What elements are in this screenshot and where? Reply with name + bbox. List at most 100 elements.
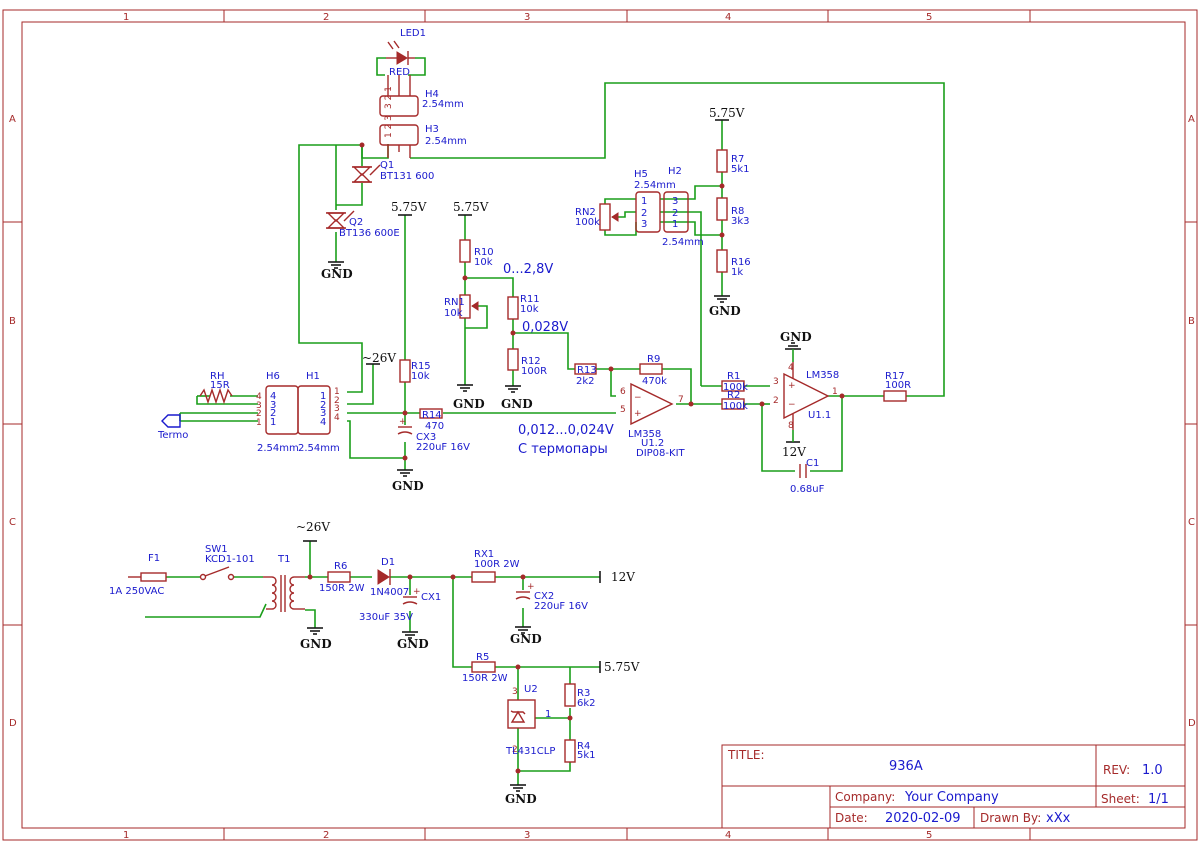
gnd-q2 (328, 261, 344, 269)
r13-resistor: R13 2k2 (574, 363, 597, 387)
h5-header: H5 2.54mm 1 2 3 (634, 169, 676, 233)
gnd-t1 (307, 627, 323, 635)
rail-label-26v: ~26V (296, 520, 330, 534)
svg-text:2: 2 (270, 408, 276, 419)
gnd-cx1 (402, 631, 418, 639)
rail-label-r15: 5.75V (391, 200, 427, 214)
r5-ref: R5 (476, 652, 489, 663)
gnd-label-q2: GND (321, 267, 353, 281)
svg-text:1: 1 (320, 391, 326, 402)
rn1-trimmer: RN1 10k (444, 294, 479, 319)
svg-text:8: 8 (788, 421, 794, 431)
r16-val: 1k (731, 267, 743, 278)
r1-resistor: R1 100k (721, 371, 748, 393)
h4-pins: 3 2 1 (384, 86, 394, 109)
h3-val: 2.54mm (425, 136, 467, 147)
gnd-label-t1: GND (300, 637, 332, 651)
svg-text:6: 6 (620, 387, 626, 397)
r17-ref: R17 (885, 371, 905, 382)
r10-resistor: R10 10k (459, 239, 494, 268)
r11-val: 10k (520, 304, 539, 315)
r6-resistor: R6 150R 2W (319, 561, 365, 594)
svg-text:3: 3 (334, 404, 340, 414)
svg-text:+: + (788, 381, 796, 391)
termo-label: Termo (157, 430, 188, 441)
sw1-ref: SW1 (205, 544, 228, 555)
d1-ref: D1 (381, 557, 395, 568)
r3-ref: R3 (577, 688, 590, 699)
h6-ref: H6 (266, 371, 280, 382)
sw1-val: KCD1-101 (205, 554, 255, 565)
title-label: TITLE: (727, 748, 765, 762)
termo-connector: Termo (157, 414, 188, 441)
rx1-val: 100R 2W (474, 559, 520, 570)
r14-ref: R14 (422, 410, 442, 421)
f1-fuse: F1 1A 250VAC (109, 553, 167, 597)
svg-text:4: 4 (788, 363, 794, 373)
u2-ref: U2 (524, 684, 538, 695)
svg-text:1: 1 (832, 387, 838, 397)
q1-triac: Q1 BT131 600 (352, 160, 434, 183)
svg-text:2: 2 (256, 409, 262, 419)
r4-val: 5k1 (577, 750, 596, 761)
r16-resistor: R16 1k (716, 249, 751, 278)
svg-text:5: 5 (620, 405, 626, 415)
h4-ref: H4 (425, 89, 439, 100)
r11-ref: R11 (520, 294, 540, 305)
rail-label-12v: 12V (611, 570, 635, 584)
gnd-u2 (510, 784, 526, 792)
gnd-r16 (714, 295, 730, 303)
ground-symbols: GND GND GND GND GND GND GND GND GND GND (300, 261, 812, 806)
r17-val: 100R (885, 380, 911, 391)
r4-ref: R4 (577, 741, 590, 752)
r12-resistor: R12 100R (507, 348, 547, 377)
cx3-ref: CX3 (416, 432, 436, 443)
u1-2-opamp: − + 6 5 7 LM358 U1.2 DIP08-KIT (620, 382, 686, 459)
gnd-cx3 (397, 469, 413, 477)
r2-resistor: R2 100k (721, 390, 748, 412)
r11-resistor: R11 10k (507, 294, 540, 320)
rn2-val: 100k (575, 217, 600, 228)
zone-row-a-right: A (1188, 114, 1195, 125)
drawing-frame: 1 2 3 4 5 1 2 3 4 5 A B C D A B C D (2, 9, 1198, 841)
cx1-val: 330uF 35V (359, 612, 413, 623)
rail-label-12v-u11: 12V (782, 445, 806, 459)
svg-text:+: + (413, 587, 421, 597)
r8-ref: R8 (731, 206, 744, 217)
gnd-label-cx1: GND (397, 637, 429, 651)
u12-ref: LM358 (628, 429, 661, 440)
c1-ref: C1 (806, 458, 819, 469)
svg-text:+: + (634, 409, 642, 419)
cx3-val: 220uF 16V (416, 442, 470, 453)
h4-header: 3 2 1 H4 2.54mm (379, 75, 464, 117)
date-label: Date: (835, 811, 868, 825)
u12-ref2: U1.2 (641, 438, 664, 449)
company-value: Your Company (904, 790, 999, 805)
svg-text:3: 3 (512, 687, 518, 697)
zone-row-c-right: C (1188, 517, 1195, 528)
svg-text:2: 2 (672, 208, 678, 219)
f1-val: 1A 250VAC (109, 586, 164, 597)
r9-val: 470k (642, 376, 667, 387)
q2-triac: Q2 BT136 600E (326, 210, 400, 239)
thermo-source-note: С термопары (518, 442, 608, 457)
sheet-label: Sheet: (1101, 792, 1140, 806)
q2-ref: Q2 (349, 217, 363, 228)
h2-ref: H2 (668, 166, 682, 177)
gnd-r12 (505, 385, 521, 393)
r2-ref: R2 (727, 390, 740, 401)
r16-ref: R16 (731, 257, 751, 268)
r4-resistor: R4 5k1 (564, 739, 596, 763)
c1-capacitor: C1 0.68uF (790, 458, 825, 495)
rn1-ref: RN1 (444, 297, 465, 308)
gnd-label-cx2: GND (510, 632, 542, 646)
junctions (307, 142, 845, 774)
r15-ref: R15 (411, 361, 431, 372)
led1-ref: LED1 (400, 28, 426, 39)
h4-val: 2.54mm (422, 99, 464, 110)
cx1-ref: CX1 (421, 592, 441, 603)
h3-pins: 1 2 3 (384, 115, 394, 138)
f1-ref: F1 (148, 553, 160, 564)
r9-resistor: R9 470k (639, 354, 667, 387)
